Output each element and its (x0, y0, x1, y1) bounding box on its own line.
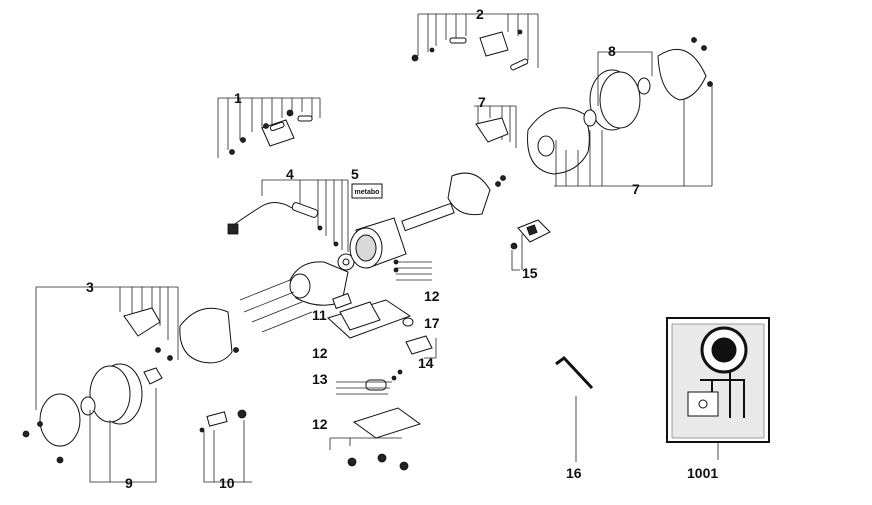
callout-2: 2 (476, 6, 484, 22)
callout-7-lower: 7 (632, 181, 640, 197)
grinding-wheel-left (22, 363, 163, 483)
callout-17: 17 (424, 315, 440, 331)
hex-key (555, 355, 594, 462)
assembly-13 (336, 369, 403, 395)
assembly-14-17 (402, 317, 437, 359)
motor-assembly (289, 172, 506, 306)
assembly-4 (227, 179, 349, 252)
brand-plate: metabo (351, 183, 383, 199)
assembly-7-8 (474, 37, 713, 187)
base-assembly (327, 259, 432, 339)
callout-11: 11 (312, 307, 327, 323)
callout-3: 3 (86, 279, 94, 295)
callout-1: 1 (234, 90, 242, 106)
assembly-10 (199, 409, 252, 483)
assembly-1 (217, 97, 321, 158)
assembly-15 (510, 219, 551, 271)
brand-plate-text: metabo (355, 189, 380, 196)
callout-4: 4 (286, 166, 294, 182)
tie-rods (239, 279, 313, 333)
callout-10: 10 (219, 475, 235, 491)
callout-13: 13 (312, 371, 328, 387)
assembly-2 (411, 13, 539, 71)
callout-12-a: 12 (424, 288, 440, 304)
callout-8: 8 (608, 43, 616, 59)
assembly-3 (35, 286, 239, 410)
callout-12-b: 12 (312, 345, 328, 361)
callout-14: 14 (418, 355, 434, 371)
callout-12-c: 12 (312, 416, 328, 432)
bottom-plate (329, 407, 422, 471)
callout-7-upper: 7 (478, 94, 486, 110)
callout-9: 9 (125, 475, 133, 491)
callout-5: 5 (351, 166, 359, 182)
callout-1001: 1001 (687, 465, 718, 481)
wiring-inset (666, 317, 770, 460)
callout-15: 15 (522, 265, 538, 281)
callout-16: 16 (566, 465, 582, 481)
